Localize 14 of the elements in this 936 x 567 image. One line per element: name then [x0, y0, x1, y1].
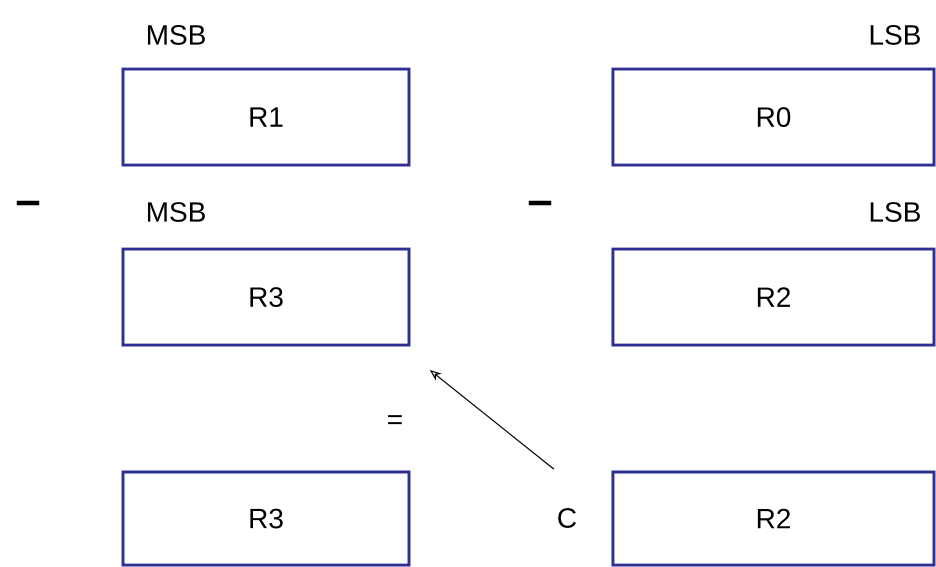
bit-label: MSB — [148, 25, 205, 45]
operator-sign: = — [388, 415, 402, 424]
operator-sign: – — [16, 200, 40, 206]
carry-label: C — [558, 508, 576, 528]
register-box: R1 — [122, 68, 410, 167]
register-box: R2 — [611, 248, 936, 347]
bit-label: MSB — [148, 202, 205, 222]
register-box: R3 — [122, 248, 410, 347]
operator-sign: – — [528, 200, 552, 206]
bit-label: LSB — [870, 25, 920, 45]
bit-label: LSB — [870, 202, 920, 222]
register-box: R0 — [611, 68, 936, 167]
register-box: R2 — [611, 470, 936, 567]
register-box: R3 — [122, 470, 410, 567]
